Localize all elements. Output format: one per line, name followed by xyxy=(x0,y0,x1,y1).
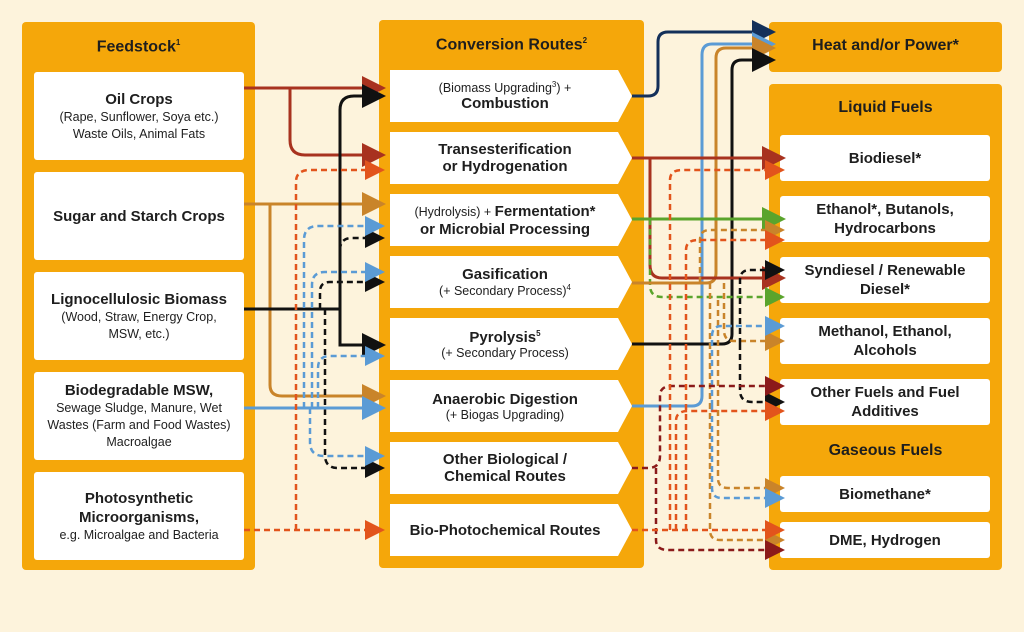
output-syndiesel: Syndiesel / Renewable Diesel* xyxy=(780,257,990,303)
output-methanol-alcohols: Methanol, Ethanol, Alcohols xyxy=(780,318,990,364)
arrow-pyro-to-syndiesel xyxy=(738,260,785,344)
feedstock-biodegradable-msw: Biodegradable MSW, Sewage Sludge, Manure… xyxy=(34,372,244,460)
arrow-photo-to-transesterification xyxy=(294,160,385,530)
arrow-anaerobic-to-heat xyxy=(632,32,776,408)
output-ethanol-butanols: Ethanol*, Butanols, Hydrocarbons xyxy=(780,196,990,242)
heat-power-panel: Heat and/or Power* xyxy=(769,22,1002,72)
arrow-biophoto-to-biodiesel xyxy=(668,160,785,530)
arrow-ligno-to-pyrolysis xyxy=(338,309,386,357)
route-transesterification: Transesterification or Hydrogenation xyxy=(390,132,632,184)
route-gasification: Gasification (+ Secondary Process)4 xyxy=(390,256,632,308)
feedstock-oil-crops: Oil Crops (Rape, Sunflower, Soya etc.) W… xyxy=(34,72,244,160)
arrow-ad-to-biomethane xyxy=(710,406,785,508)
arrow-ligno-to-gasification xyxy=(318,272,385,309)
arrow-ligno-to-fermentation xyxy=(338,228,385,251)
arrow-gasif-to-biomethane xyxy=(716,300,785,498)
gaseous-fuels-title: Gaseous Fuels xyxy=(828,442,943,459)
liquid-fuels-title: Liquid Fuels xyxy=(838,99,933,116)
feedstock-photosynthetic: Photosynthetic Microorganisms, e.g. Micr… xyxy=(34,472,244,560)
arrow-oil-to-transesterification xyxy=(288,88,386,167)
route-anaerobic-digestion: Anaerobic Digestion (+ Biogas Upgrading) xyxy=(390,380,632,432)
conversion-title: Conversion Routes2 xyxy=(435,36,588,54)
arrow-gasif-to-methanol xyxy=(722,283,785,351)
arrow-ligno-to-combustion xyxy=(338,84,386,309)
output-other-fuels: Other Fuels and Fuel Additives xyxy=(780,379,990,425)
arrow-gasif-to-ethanol xyxy=(698,220,785,283)
feedstock-lignocellulosic: Lignocellulosic Biomass (Wood, Straw, En… xyxy=(34,272,244,360)
arrow-pyro-to-other xyxy=(738,344,785,412)
arrow-sugar-to-anaerobic xyxy=(268,204,386,408)
feedstock-title: Feedstock1 xyxy=(96,38,181,56)
arrow-gasification-to-heat xyxy=(632,36,776,285)
arrow-ad-to-methanol xyxy=(710,316,785,406)
arrow-biophoto-to-ethanol xyxy=(684,230,785,530)
route-bio-photochemical: Bio-Photochemical Routes xyxy=(390,504,632,556)
arrow-msw-to-pyrolysis xyxy=(316,346,385,408)
output-biodiesel: Biodiesel* xyxy=(780,135,990,181)
arrow-combustion-to-heat xyxy=(632,20,776,98)
arrow-msw-to-other xyxy=(308,408,385,466)
output-dme-hydrogen: DME, Hydrogen xyxy=(780,522,990,558)
arrow-pyrolysis-to-heat xyxy=(632,48,776,346)
route-pyrolysis: Pyrolysis5 (+ Secondary Process) xyxy=(390,318,632,370)
route-other-biological: Other Biological / Chemical Routes xyxy=(390,442,632,494)
arrow-other-to-otherfuels xyxy=(632,376,785,470)
arrow-ferm-to-syndiesel xyxy=(648,219,785,307)
heat-power-title: Heat and/or Power* xyxy=(812,37,959,54)
arrow-gasif-to-dme xyxy=(708,283,785,550)
output-biomethane: Biomethane* xyxy=(780,476,990,512)
arrow-biophoto-to-other xyxy=(674,401,785,530)
arrow-trans-to-syndiesel xyxy=(648,158,786,290)
arrow-msw-to-gasification xyxy=(310,262,385,408)
arrow-ligno-to-other xyxy=(323,309,385,478)
route-fermentation: (Hydrolysis) + Fermentation* or Microbia… xyxy=(390,194,632,246)
arrow-other-to-dme xyxy=(654,468,785,560)
route-combustion: (Biomass Upgrading3) + Combustion xyxy=(390,70,632,122)
feedstock-sugar-starch: Sugar and Starch Crops xyxy=(34,172,244,260)
arrow-msw-to-fermentation xyxy=(302,216,385,408)
